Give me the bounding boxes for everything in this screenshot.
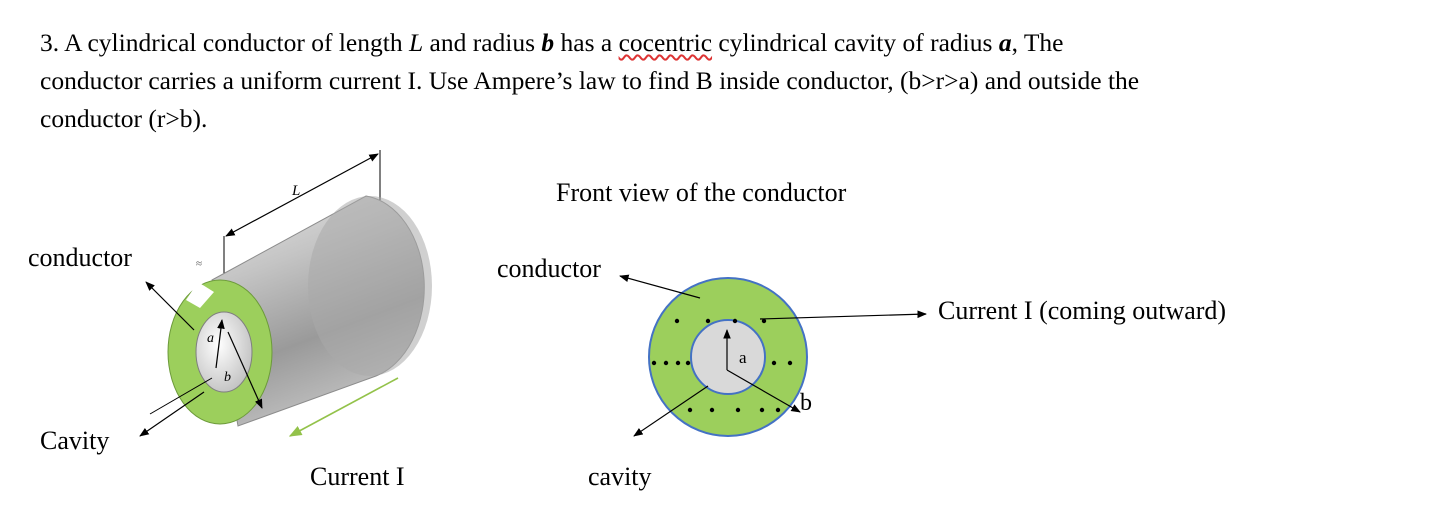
problem-line-1: 3. A cylindrical conductor of length L a… <box>40 24 1420 62</box>
current-direction-arrow <box>288 377 399 437</box>
cavity-front <box>690 319 766 395</box>
current-dot <box>759 407 765 413</box>
current-dot <box>735 407 741 413</box>
cylinder-far-end <box>308 196 432 376</box>
current-leader-front <box>759 310 927 320</box>
problem-line-1-suffix: , The <box>1011 28 1064 57</box>
current-dot <box>761 318 767 324</box>
current-dot <box>685 360 691 366</box>
current-dot <box>775 407 781 413</box>
problem-statement: 3. A cylindrical conductor of length L a… <box>40 24 1420 138</box>
cavity-3d <box>195 311 253 393</box>
problem-line-1-mid1: and radius <box>423 28 542 57</box>
current-dots <box>651 318 793 413</box>
left-conductor-label: conductor <box>28 243 132 272</box>
current-dot <box>787 360 793 366</box>
current-dot <box>663 360 669 366</box>
current-dot <box>705 318 711 324</box>
var-a: a <box>998 28 1012 57</box>
current-dot <box>675 360 681 366</box>
front-cavity-label: cavity <box>588 462 652 491</box>
outer-radius-label-front: b <box>800 390 812 416</box>
radius-a-arrow-3d <box>215 319 225 369</box>
current-dot <box>771 360 777 366</box>
length-label: L <box>292 183 301 199</box>
inner-radius-label-3d: a <box>207 331 214 346</box>
length-dimension-arrow <box>225 153 379 237</box>
current-dot <box>651 360 657 366</box>
conductor-leader-left <box>145 281 195 331</box>
problem-line-1-mid2: has a <box>554 28 619 57</box>
radius-b-arrow-front <box>726 369 801 413</box>
left-current-label: Current I <box>310 462 405 491</box>
problem-line-1-mid3: cylindrical cavity of radius <box>712 28 999 57</box>
cavity-leader-front <box>633 385 709 437</box>
conductor-leader-front <box>619 274 701 299</box>
inner-radius-label-front: a <box>739 348 747 367</box>
tick-mark: ≈ <box>196 258 203 270</box>
front-view-title: Front view of the conductor <box>556 178 847 207</box>
cavity-leader-guide <box>149 377 213 415</box>
current-dot <box>732 318 738 324</box>
current-dot <box>674 318 680 324</box>
current-dot <box>709 407 715 413</box>
left-cavity-label: Cavity <box>40 426 110 455</box>
var-b: b <box>541 28 555 57</box>
outer-radius-label-3d: b <box>224 370 231 385</box>
front-conductor-label: conductor <box>497 254 601 283</box>
cavity-leader-left <box>139 391 205 437</box>
current-dot <box>687 407 693 413</box>
radius-b-arrow-3d <box>227 331 263 409</box>
problem-line-3: conductor (r>b). <box>40 104 208 133</box>
front-view-figure <box>619 274 927 437</box>
misspelled-word: cocentric <box>618 28 713 57</box>
problem-line-2: conductor carries a uniform current I. U… <box>40 66 1140 95</box>
cylinder-figure <box>139 150 432 437</box>
front-current-label: Current I (coming outward) <box>938 296 1227 325</box>
var-L: L <box>408 28 424 57</box>
ring-notch <box>186 282 214 308</box>
problem-line-1-prefix: 3. A cylindrical conductor of length <box>40 28 409 57</box>
